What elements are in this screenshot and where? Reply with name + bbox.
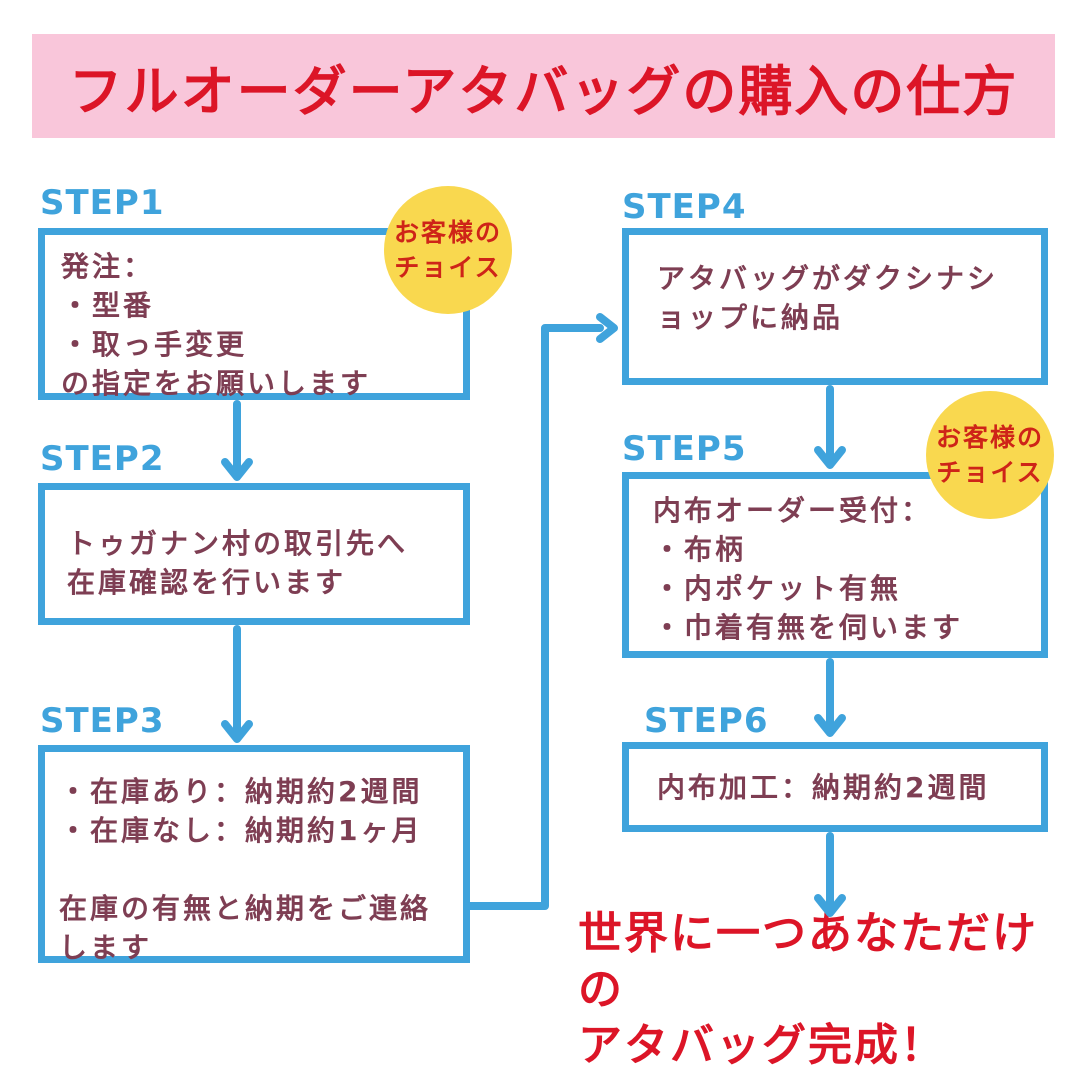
step1-label: STEP1	[40, 183, 165, 223]
arrow-step1-to-step2	[221, 400, 253, 481]
step5-text: 内布オーダー受付： ・布柄 ・内ポケット有無 ・巾着有無を伺います	[653, 494, 964, 644]
step6-text: 内布加工：納期約2週間	[657, 770, 990, 804]
step1-text: 発注： ・型番 ・取っ手変更 の指定をお願いします	[61, 250, 372, 400]
step2-box: トゥガナン村の取引先へ 在庫確認を行います	[38, 483, 470, 625]
step6-label: STEP6	[644, 701, 769, 741]
step4-label: STEP4	[622, 187, 747, 227]
customer-choice-badge-text: お客様の チョイス	[935, 423, 1044, 487]
step2-text: トゥガナン村の取引先へ 在庫確認を行います	[67, 527, 409, 599]
arrow-step6-to-finale	[814, 832, 846, 917]
customer-choice-badge-text: お客様の チョイス	[393, 218, 502, 282]
step4-box: アタバッグがダクシナシ ョップに納品	[622, 228, 1048, 385]
arrow-step2-to-step3	[221, 625, 253, 743]
step6-box: 内布加工：納期約2週間	[622, 742, 1048, 832]
customer-choice-badge-step1: お客様の チョイス	[384, 186, 512, 314]
step2-label: STEP2	[40, 439, 165, 479]
title-banner: フルオーダーアタバッグの購入の仕方	[32, 34, 1055, 138]
arrow-step4-to-step5	[814, 385, 846, 469]
step3-label: STEP3	[40, 701, 165, 741]
page-title: フルオーダーアタバッグの購入の仕方	[68, 59, 1019, 123]
step4-text: アタバッグがダクシナシ ョップに納品	[657, 262, 999, 334]
customer-choice-badge-step5: お客様の チョイス	[926, 391, 1054, 519]
step5-box: 内布オーダー受付： ・布柄 ・内ポケット有無 ・巾着有無を伺います	[622, 472, 1048, 658]
connector-step3-to-step4	[466, 313, 618, 910]
step3-box: ・在庫あり：納期約2週間 ・在庫なし：納期約1ヶ月 在庫の有無と納期をご連絡 し…	[38, 745, 470, 964]
completion-message: 世界に一つあなただけの アタバッグ完成！	[578, 908, 1038, 1071]
step5-label: STEP5	[622, 429, 747, 469]
arrow-step5-to-step6	[814, 658, 846, 737]
step3-text: ・在庫あり：納期約2週間 ・在庫なし：納期約1ヶ月 在庫の有無と納期をご連絡 し…	[59, 775, 432, 964]
